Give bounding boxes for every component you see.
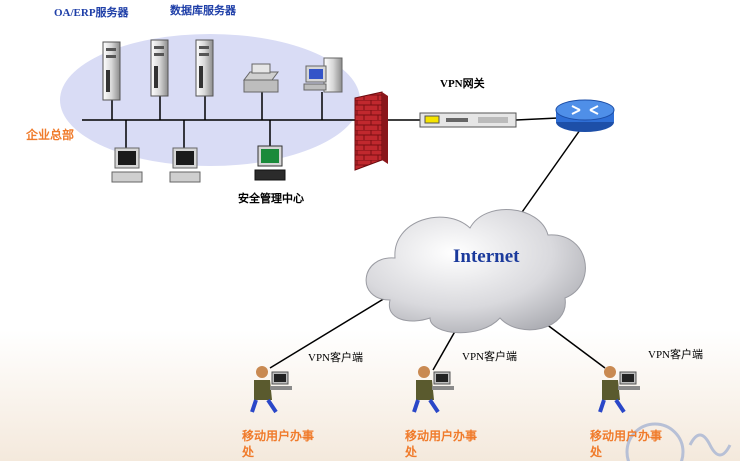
mobile-user-icon	[250, 366, 292, 414]
db-server-label: 数据库服务器	[170, 5, 236, 17]
mobile-user-icon	[598, 366, 640, 414]
monitor-icon	[254, 145, 286, 181]
mobile-user-label-2: 移动用户办事处	[405, 429, 478, 459]
watermark-logo	[625, 422, 732, 461]
vpn-gateway-icon	[419, 112, 517, 128]
vpn-gateway-label: VPN网关	[440, 78, 485, 90]
network-links	[82, 92, 606, 371]
firewall-icon	[354, 91, 388, 171]
internet-label: Internet	[453, 246, 520, 267]
tower-server-icon	[150, 39, 169, 97]
tower-server-icon	[195, 39, 214, 97]
vpn-client-label-2: VPN客户端	[462, 351, 518, 363]
cloud-icon	[365, 209, 586, 334]
desktop-pc-icon	[303, 57, 343, 93]
hq-label: 企业总部	[26, 128, 75, 142]
mobile-user-icon	[412, 366, 454, 414]
security-center-label: 安全管理中心	[238, 193, 304, 205]
printer-icon	[243, 63, 279, 93]
monitor-icon	[111, 147, 143, 183]
router-icon	[555, 99, 615, 132]
vpn-client-label-3: VPN客户端	[648, 349, 704, 361]
oa-erp-server-label: OA/ERP服务器	[54, 7, 129, 19]
monitor-icon	[169, 147, 201, 183]
mobile-user-label-1: 移动用户办事处	[242, 429, 315, 459]
hq-lan-area	[60, 34, 360, 166]
mobile-user-label-3: 移动用户办事处	[590, 429, 663, 459]
vpn-client-label-1: VPN客户端	[308, 352, 364, 364]
tower-server-icon	[102, 41, 121, 101]
